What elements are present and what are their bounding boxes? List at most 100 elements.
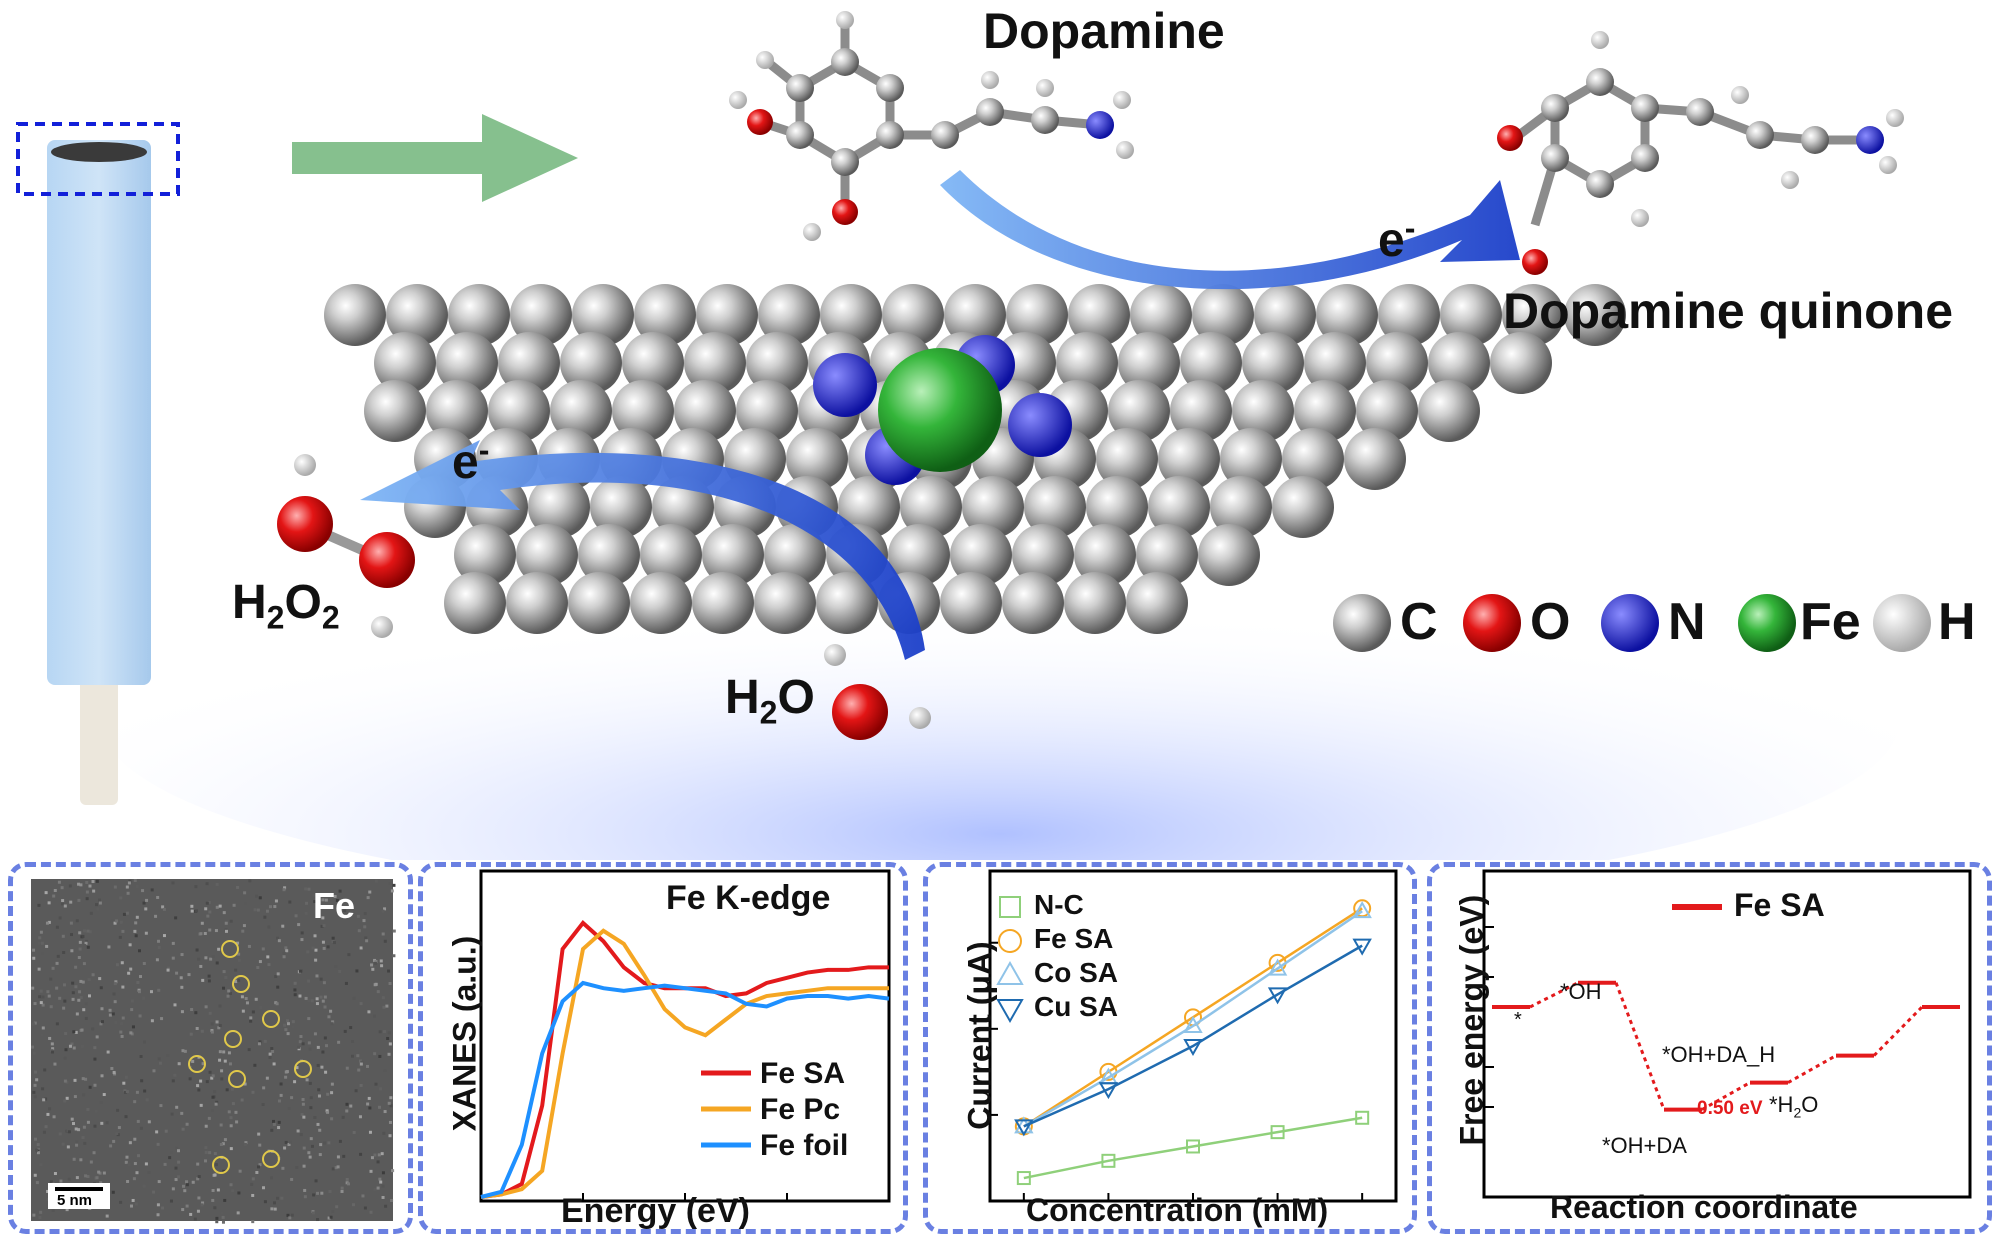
current-ylabel: Current (μA) [961, 941, 998, 1130]
carbon-atom [754, 572, 816, 634]
carbon-atom [1108, 380, 1170, 442]
h2o-state-h: *H [1769, 1092, 1794, 1117]
carbon-atom [1316, 284, 1378, 346]
current-data-point [1101, 1153, 1116, 1168]
energy-barrier: 0.50 eV [1697, 1098, 1763, 1119]
carbon-atom [386, 284, 448, 346]
current-series-line [1023, 910, 1363, 1128]
electron-label-right: e- [1378, 210, 1415, 268]
energy-state-oh: *OH [1560, 979, 1602, 1004]
carbon-atom [374, 332, 436, 394]
carbon-atom [1012, 524, 1074, 586]
h2o2-label: H2O2 [232, 575, 340, 637]
xanes-legend-fe-foil: Fe foil [760, 1129, 849, 1162]
xanes-series-line [480, 980, 890, 1199]
carbon-atom [436, 332, 498, 394]
carbon-atom [1356, 380, 1418, 442]
energy-connector [1787, 1054, 1837, 1084]
carbon-atom [506, 572, 568, 634]
legend-sphere-fe [1738, 594, 1796, 652]
current-plot [988, 869, 1398, 1203]
quinone-label: Dopamine quinone [1503, 283, 1953, 339]
carbon-atom [488, 380, 550, 442]
current-data-point [1352, 938, 1372, 956]
current-legend-marker [996, 999, 1024, 1024]
carbon-atom [764, 524, 826, 586]
carbon-atom [1564, 284, 1626, 346]
energy-frame [1482, 869, 1972, 1199]
legend-label-n: N [1668, 593, 1706, 651]
carbon-atom [612, 380, 674, 442]
carbon-atom [1242, 332, 1304, 394]
electron-e: e [1378, 214, 1405, 267]
xanes-panel: Fe K-edge Energy (eV) XANES (a.u.) Fe SA… [418, 862, 908, 1234]
carbon-atom [1294, 380, 1356, 442]
energy-state-h2o: *H2O [1769, 1092, 1818, 1120]
carbon-atom [962, 476, 1024, 538]
carbon-atom [516, 524, 578, 586]
carbon-atom [640, 524, 702, 586]
h2o-state-o: O [1801, 1092, 1819, 1117]
carbon-atom [1210, 476, 1272, 538]
carbon-atom [568, 572, 630, 634]
carbon-atom [1198, 524, 1260, 586]
carbon-atom [696, 284, 758, 346]
xanes-legend-fe-sa: Fe SA [760, 1057, 846, 1090]
carbon-atom [454, 524, 516, 586]
legend-sphere-h [1873, 594, 1931, 652]
energy-state-star: * [1514, 1009, 1522, 1031]
carbon-atom [1064, 572, 1126, 634]
carbon-atom [324, 284, 386, 346]
h2o-h: H [725, 671, 760, 724]
electron-sup: - [1404, 210, 1416, 246]
process-arrow [292, 114, 578, 202]
current-legend-cosa: Co SA [1034, 957, 1118, 988]
carbon-atom [1418, 380, 1480, 442]
carbon-sheet [324, 284, 1626, 634]
carbon-atom [510, 284, 572, 346]
carbon-atom [684, 332, 746, 394]
xanes-series-line [480, 928, 889, 1199]
current-legend-marker [998, 929, 1022, 953]
carbon-atom [674, 380, 736, 442]
carbon-atom [1344, 428, 1406, 490]
current-data-point [1267, 958, 1288, 976]
carbon-atom [758, 284, 820, 346]
carbon-atom [528, 476, 590, 538]
current-legend-marker [996, 960, 1024, 985]
xanes-legend-fe-pc: Fe Pc [760, 1093, 841, 1126]
carbon-atom [1170, 380, 1232, 442]
energy-connector [1614, 982, 1666, 1111]
dopamine-molecule [729, 11, 1134, 241]
h2o2-h: H [232, 576, 267, 629]
carbon-atom [950, 524, 1012, 586]
h2o-sub: 2 [759, 694, 778, 731]
current-legend-marker [999, 896, 1021, 918]
legend-sphere-o [1463, 594, 1521, 652]
carbon-atom [1490, 332, 1552, 394]
carbon-atom [630, 572, 692, 634]
energy-connector [1529, 981, 1579, 1009]
carbon-atom [1096, 428, 1158, 490]
carbon-atom [364, 380, 426, 442]
carbon-atom [1272, 476, 1334, 538]
current-data-point [1014, 1119, 1034, 1137]
legend-label-c: C [1400, 593, 1438, 651]
carbon-atom [1428, 332, 1490, 394]
legend-label-fe: Fe [1800, 593, 1861, 651]
current-panel: Concentration (mM) Current (μA) N-C Fe S… [923, 862, 1417, 1234]
carbon-atom [1366, 332, 1428, 394]
carbon-atom [572, 284, 634, 346]
current-legend-fesa: Fe SA [1034, 923, 1114, 954]
carbon-atom [1180, 332, 1242, 394]
xanes-ylabel: XANES (a.u.) [446, 935, 483, 1132]
current-data-point [1183, 1015, 1203, 1033]
carbon-atom [1024, 476, 1086, 538]
carbon-atom [1232, 380, 1294, 442]
legend-sphere-n [1601, 594, 1659, 652]
current-xlabel: Concentration (mM) [1026, 1192, 1329, 1228]
carbon-atom [1126, 572, 1188, 634]
energy-plot [1482, 869, 1972, 1199]
scheme-illustration [16, 11, 1931, 860]
electrode-illustration [16, 122, 180, 805]
